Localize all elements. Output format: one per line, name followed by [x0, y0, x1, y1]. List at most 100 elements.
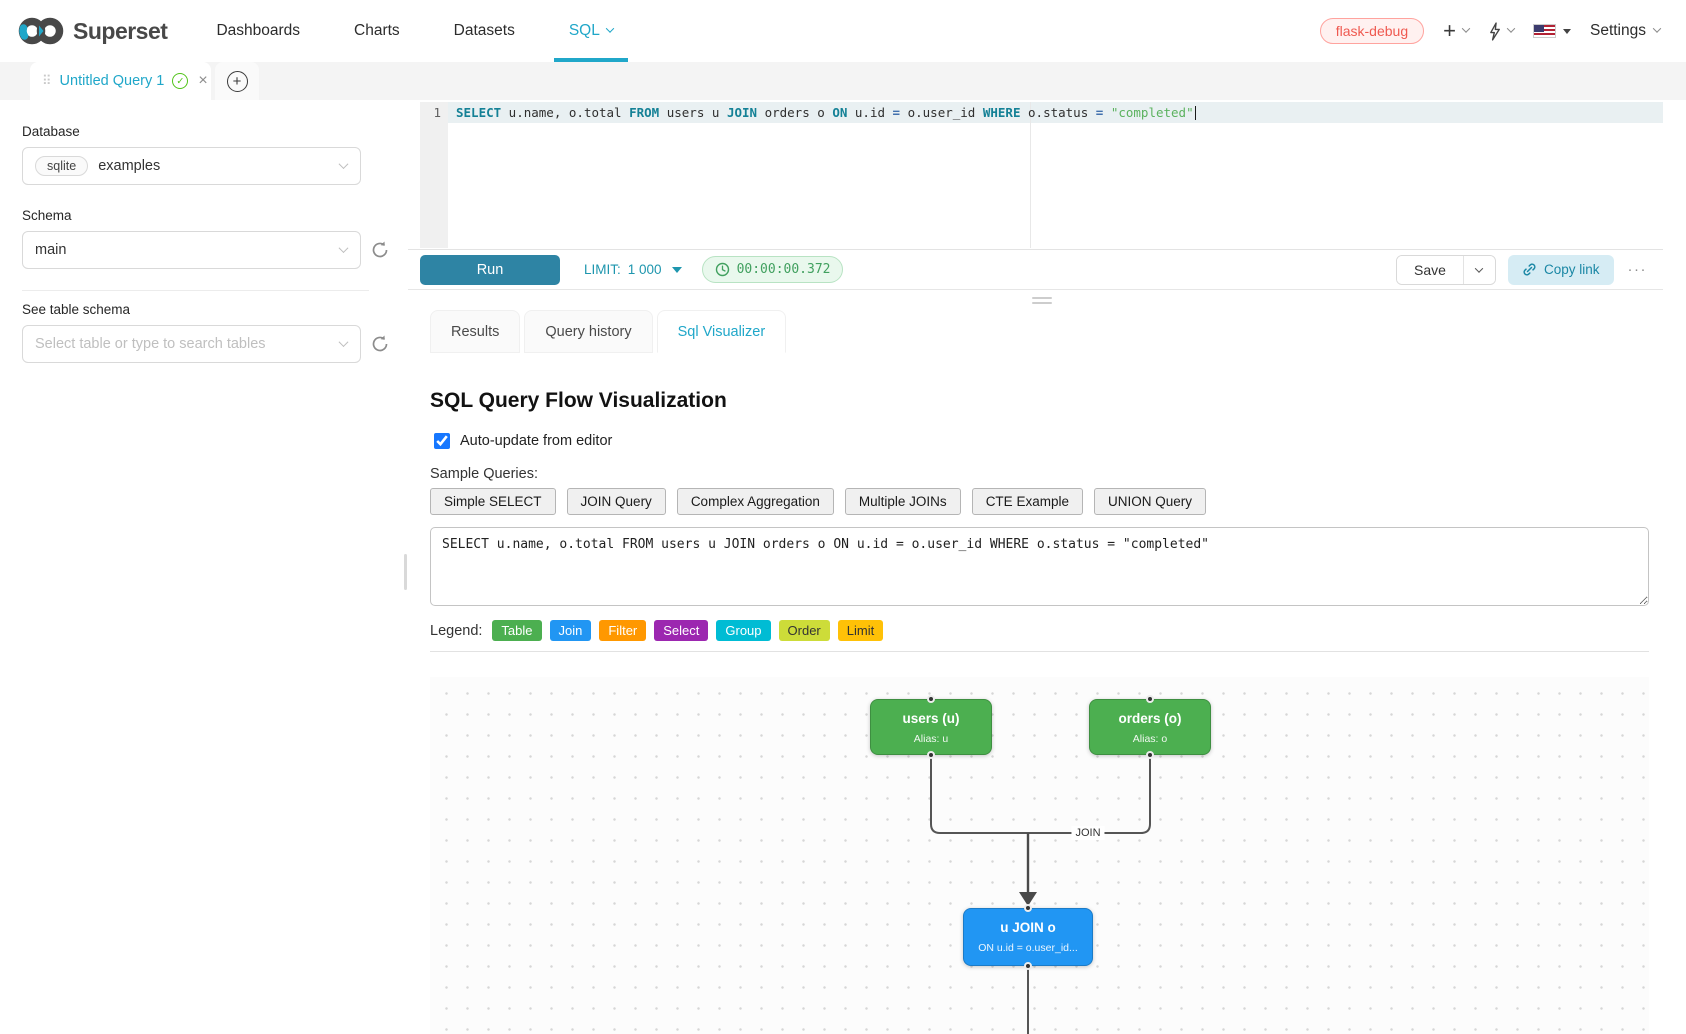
sample-queries-row: Simple SELECT JOIN Query Complex Aggregati…: [430, 488, 1206, 515]
editor-active-line: [448, 102, 1663, 123]
limit-dropdown[interactable]: LIMIT: 1 000: [584, 262, 682, 277]
pane-splitter[interactable]: [404, 554, 407, 590]
query-search-button[interactable]: [1488, 21, 1516, 41]
sql-token: WHERE: [982, 105, 1021, 120]
lightning-icon: [1490, 21, 1500, 41]
connection-handle[interactable]: [927, 695, 935, 703]
chevron-down-icon: [1506, 24, 1516, 33]
database-select-value: examples: [98, 158, 161, 174]
sql-token: SELECT: [456, 105, 502, 120]
close-icon[interactable]: ×: [198, 72, 208, 89]
sql-token: [1103, 105, 1111, 120]
query-timer: 00:00:00.372: [701, 256, 844, 283]
flow-node-subtitle: Alias: u: [913, 733, 949, 745]
sample-queries-label: Sample Queries:: [430, 466, 538, 482]
code-line: SELECT u.name, o.total FROM users u JOIN…: [456, 105, 1197, 120]
save-button[interactable]: Save: [1397, 255, 1463, 284]
connection-handle[interactable]: [1024, 904, 1032, 912]
flow-edges: [930, 758, 1151, 1034]
copy-link-button[interactable]: Copy link: [1507, 254, 1614, 285]
new-item-button[interactable]: +: [1443, 20, 1471, 42]
us-flag-icon: [1532, 24, 1556, 38]
navbar-right: flask-debug + Settings: [1319, 18, 1662, 44]
editor-toolbar: Run LIMIT: 1 000 00:00:00.372 Save: [408, 249, 1663, 289]
refresh-icon: [372, 241, 388, 258]
sql-token: JOIN: [726, 105, 758, 120]
sql-editor[interactable]: 1 SELECT u.name, o.total FROM users u JO…: [420, 102, 1663, 248]
sample-query-button[interactable]: CTE Example: [971, 488, 1083, 515]
editor-print-margin: [1030, 102, 1031, 248]
save-dropdown-button[interactable]: [1462, 255, 1495, 284]
new-query-tab-button[interactable]: +: [215, 62, 259, 100]
sample-query-button[interactable]: JOIN Query: [566, 488, 666, 515]
tab-results[interactable]: Results: [430, 310, 521, 353]
connection-handle[interactable]: [1024, 962, 1032, 970]
save-split-button: Save: [1396, 254, 1496, 285]
flow-node-users[interactable]: users (u) Alias: u: [870, 699, 992, 755]
flow-node-title: users (u): [902, 711, 960, 726]
legend-badge: Filter: [599, 620, 647, 641]
nav-item-dashboards[interactable]: Dashboards: [216, 22, 301, 39]
connection-handle[interactable]: [1146, 751, 1154, 759]
table-select[interactable]: Select table or type to search tables: [22, 325, 361, 363]
brand-name: Superset: [73, 17, 168, 44]
chevron-down-icon: [1652, 23, 1662, 33]
drag-handle-icon[interactable]: ⠿: [42, 73, 52, 88]
auto-update-row: Auto-update from editor: [434, 433, 612, 449]
sql-token: =: [1095, 105, 1104, 120]
chevron-down-icon: [1461, 24, 1471, 33]
sql-token: u.name, o.total: [501, 105, 630, 120]
connection-handle[interactable]: [1146, 695, 1154, 703]
schema-select[interactable]: main: [22, 231, 361, 269]
superset-logo[interactable]: Superset: [18, 16, 168, 46]
language-selector[interactable]: [1532, 24, 1571, 38]
nav-item-datasets[interactable]: Datasets: [453, 22, 515, 39]
chevron-down-icon: [338, 158, 349, 169]
sql-token: u.id: [847, 105, 893, 120]
query-tab[interactable]: ⠿ Untitled Query 1 ✓ ×: [30, 62, 211, 100]
run-button[interactable]: Run: [420, 254, 560, 285]
nav-item-charts[interactable]: Charts: [354, 22, 400, 39]
sample-query-button[interactable]: Complex Aggregation: [676, 488, 834, 515]
legend-badge: Group: [716, 620, 771, 641]
sample-query-button[interactable]: UNION Query: [1093, 488, 1206, 515]
limit-label: LIMIT:: [584, 262, 621, 277]
auto-update-label: Auto-update from editor: [460, 433, 613, 449]
divider: [430, 651, 1649, 652]
legend-badge: Order: [778, 620, 830, 641]
connection-handle[interactable]: [927, 751, 935, 759]
auto-update-checkbox[interactable]: [434, 433, 450, 449]
sql-token: =: [892, 105, 901, 120]
nav-item-sql[interactable]: SQL: [542, 0, 640, 62]
sample-query-button[interactable]: Simple SELECT: [430, 488, 556, 515]
database-select[interactable]: sqlite examples: [22, 147, 361, 185]
settings-menu[interactable]: Settings: [1590, 22, 1662, 40]
refresh-tables-button[interactable]: [370, 334, 390, 354]
legend-badge: Table: [492, 620, 542, 641]
sql-token: FROM: [629, 105, 660, 120]
more-menu-button[interactable]: ···: [1627, 261, 1647, 278]
sample-query-button[interactable]: Multiple JOINs: [844, 488, 961, 515]
chevron-down-icon: [605, 23, 615, 33]
environment-badge: flask-debug: [1319, 18, 1425, 44]
flow-node-orders[interactable]: orders (o)Alias: o: [1089, 699, 1211, 755]
line-number: 1: [433, 105, 441, 120]
query-input[interactable]: [430, 527, 1649, 606]
refresh-schema-button[interactable]: [370, 240, 390, 260]
caret-down-icon: [671, 266, 682, 273]
pane-resize-handle[interactable]: [1032, 297, 1052, 307]
tab-query-history[interactable]: Query history: [524, 310, 653, 353]
tab-sql-visualizer[interactable]: Sql Visualizer: [656, 310, 787, 353]
check-circle-icon: ✓: [172, 73, 189, 89]
main-nav: Dashboards Charts Datasets SQL: [189, 0, 639, 62]
chevron-down-icon: [338, 242, 349, 253]
link-icon: [1523, 263, 1536, 276]
sql-token: o.status: [1020, 105, 1096, 120]
database-label: Database: [22, 124, 80, 139]
flow-node-title: u JOIN o: [1000, 920, 1056, 935]
legend-badge: Select: [654, 620, 709, 641]
legend-badge: Limit: [837, 620, 884, 641]
